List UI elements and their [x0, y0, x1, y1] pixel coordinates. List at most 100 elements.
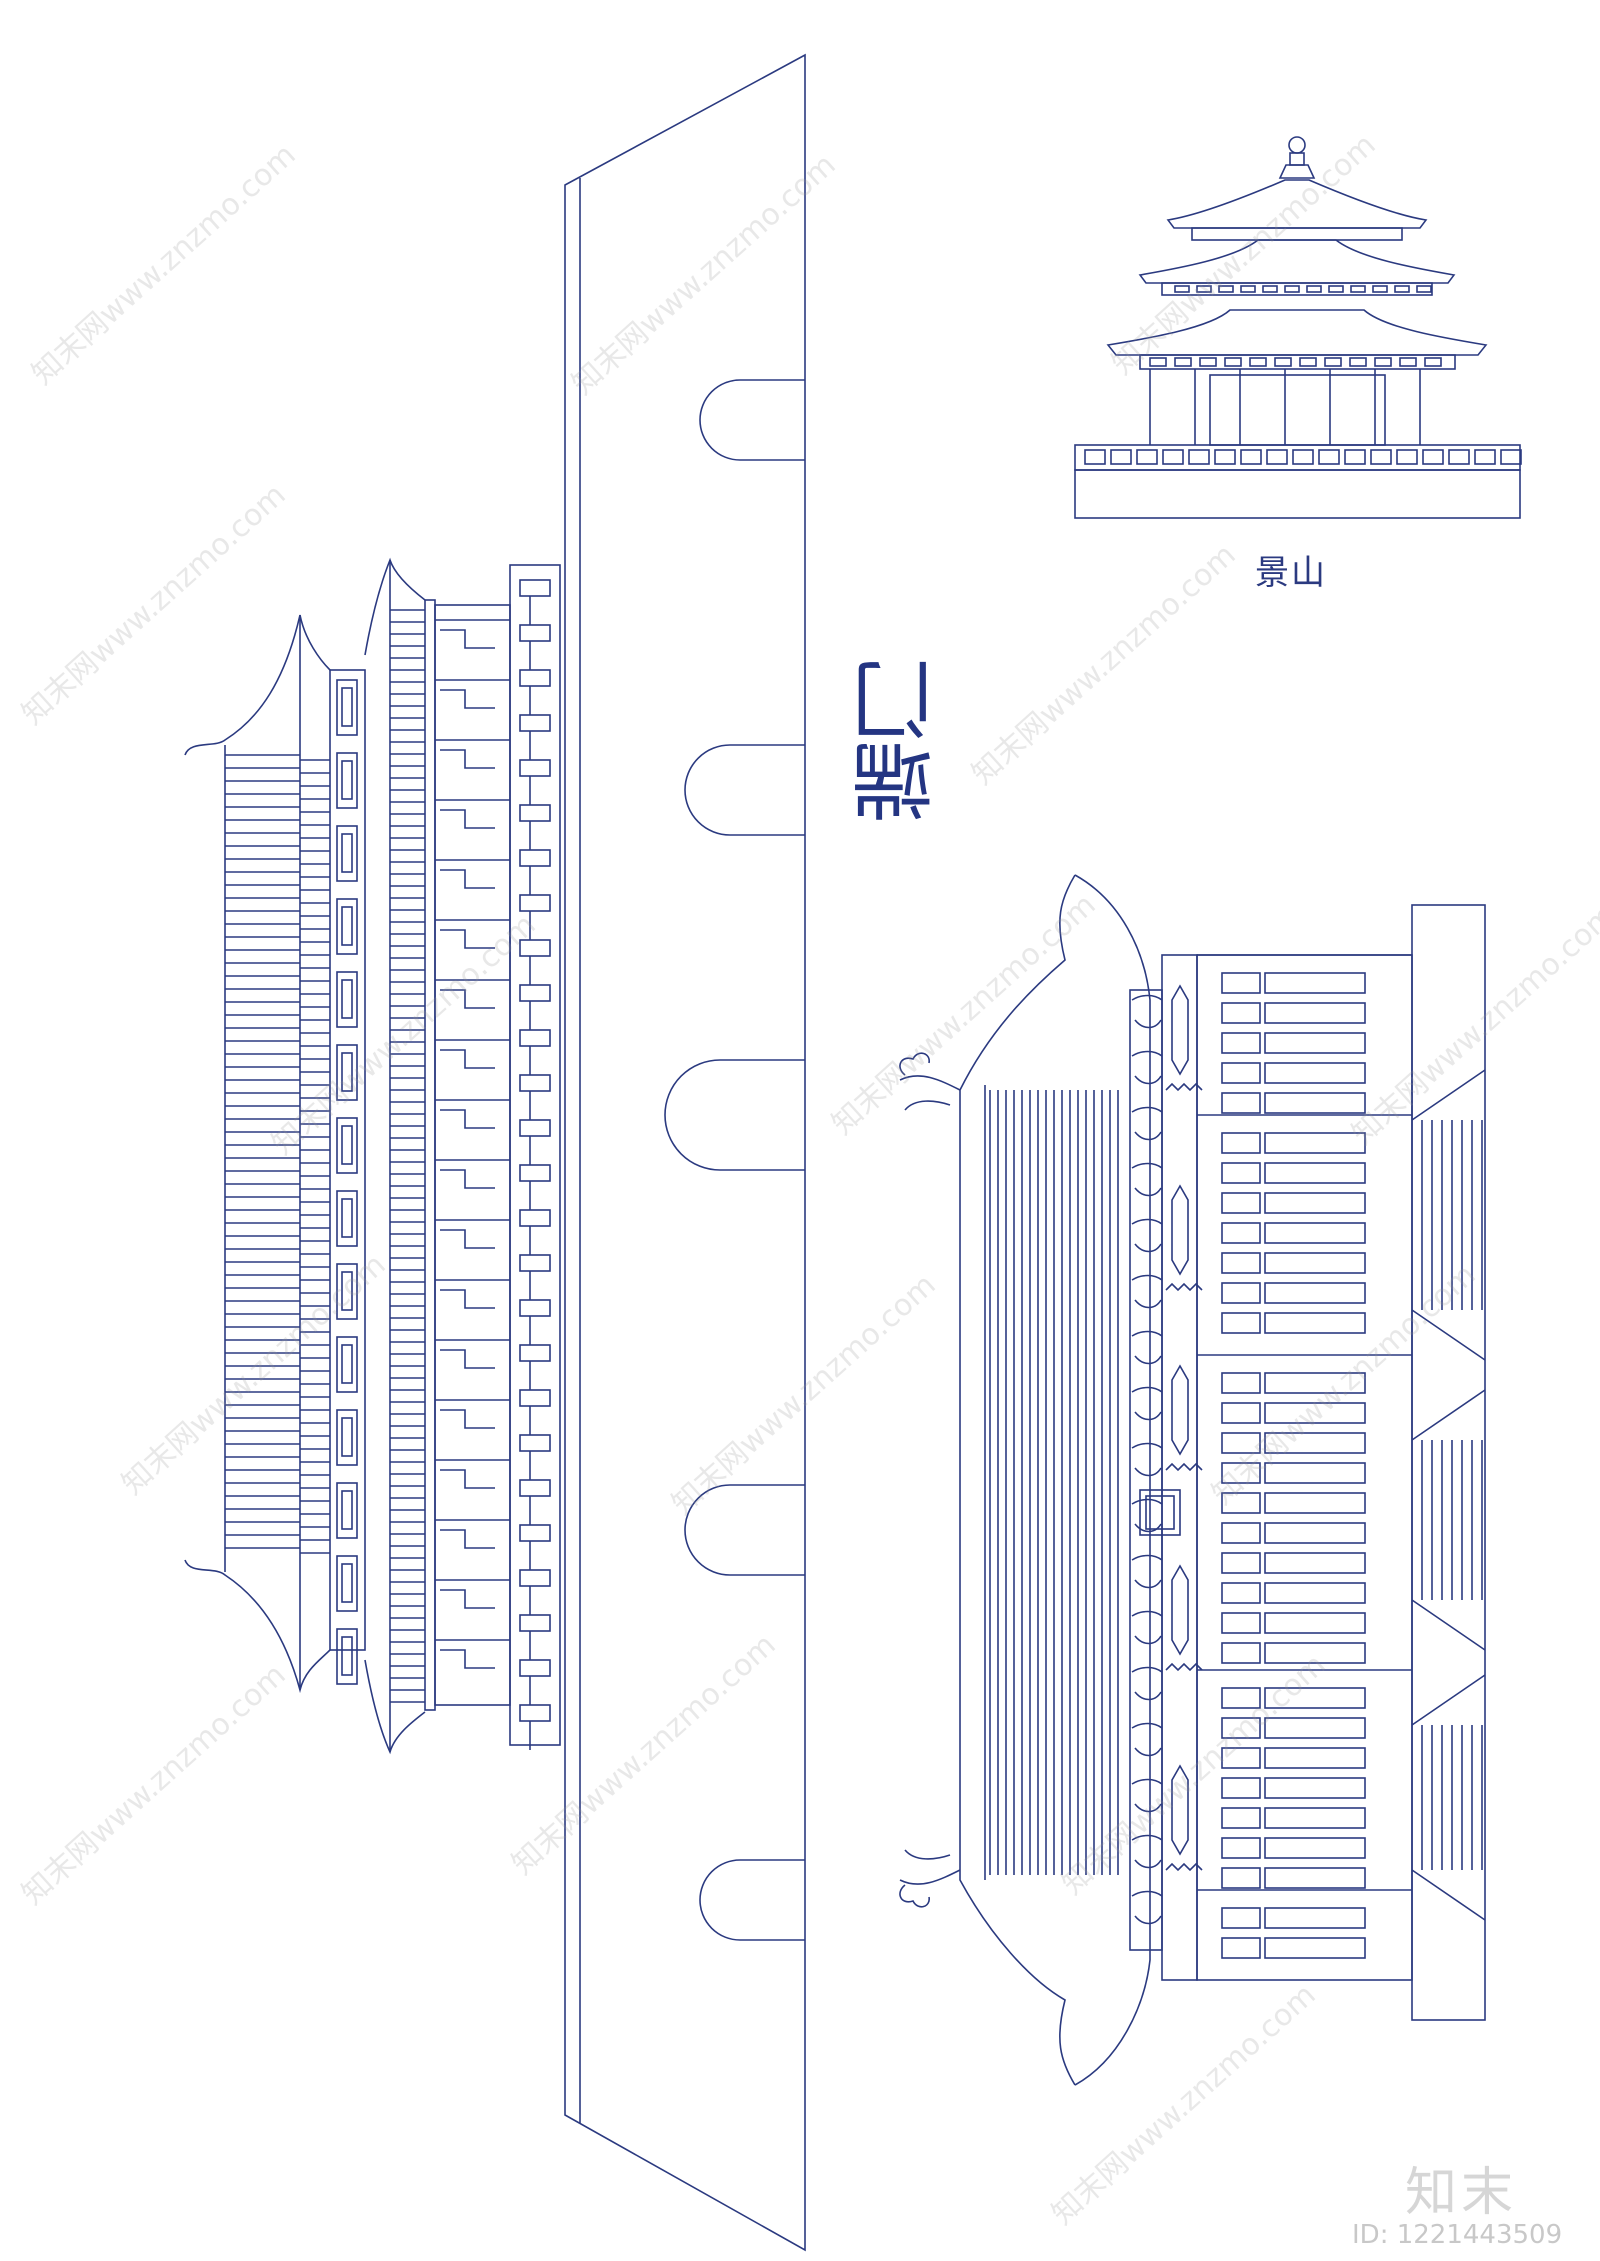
drawing-stroke	[1411, 1389, 1486, 1441]
drawing-stroke	[1264, 1777, 1366, 1799]
drawing-stroke	[1221, 1522, 1261, 1544]
drawing-stroke	[1131, 1050, 1163, 1085]
drawing-stroke	[1350, 285, 1366, 293]
drawing-stroke	[1264, 1252, 1366, 1274]
drawing-stroke	[1171, 1564, 1189, 1656]
drawing-stroke	[1370, 449, 1392, 465]
drawing-stroke	[1264, 1062, 1366, 1084]
drawing-stroke	[519, 1569, 551, 1587]
drawing-stroke	[440, 1289, 495, 1309]
drawing-stroke	[440, 929, 495, 949]
drawing-stroke	[1306, 285, 1322, 293]
drawing-stroke	[1221, 1867, 1261, 1889]
drawing-stroke	[336, 1336, 358, 1393]
drawing-stroke	[519, 1029, 551, 1047]
drawing-stroke	[1372, 285, 1388, 293]
drawing-stroke	[341, 1563, 353, 1603]
drawing-stroke	[1264, 1867, 1366, 1889]
drawing-stroke	[519, 1344, 551, 1362]
drawing-stroke	[519, 759, 551, 777]
drawing-stroke	[1221, 1372, 1261, 1394]
drawing-stroke	[1221, 1907, 1261, 1929]
drawing-stroke	[1131, 1610, 1163, 1645]
drawing-stroke	[519, 1254, 551, 1272]
drawing-stroke	[1131, 1106, 1163, 1141]
drawing-stroke	[1264, 1162, 1366, 1184]
drawing-stroke	[519, 1524, 551, 1542]
drawing-stroke	[519, 1704, 551, 1722]
drawing-stroke	[1264, 1132, 1366, 1154]
drawing-stroke	[1264, 972, 1366, 994]
drawing-stroke	[1221, 1462, 1261, 1484]
drawing-stroke	[1264, 1717, 1366, 1739]
drawing-stroke	[1264, 1807, 1366, 1829]
drawing-stroke	[1349, 357, 1367, 367]
drawing-stroke	[1264, 1687, 1366, 1709]
drawing-stroke	[440, 809, 495, 829]
drawing-stroke	[1264, 1552, 1366, 1574]
drawing-stroke	[1344, 449, 1366, 465]
drawing-stroke	[519, 1614, 551, 1632]
drawing-stroke	[1448, 449, 1470, 465]
drawing-stroke	[1131, 1778, 1163, 1813]
drawing-stroke	[336, 1044, 358, 1101]
drawing-stroke	[440, 1049, 495, 1069]
drawing-stroke	[1131, 1218, 1163, 1253]
drawing-stroke	[1221, 1747, 1261, 1769]
drawing-stroke	[1221, 1252, 1261, 1274]
drawing-stroke	[336, 1555, 358, 1612]
drawing-stroke	[336, 898, 358, 955]
drawing-stroke	[1221, 1837, 1261, 1859]
drawing-stroke	[440, 1529, 495, 1549]
drawing-stroke	[1424, 357, 1442, 367]
drawing-stroke	[1131, 1274, 1163, 1309]
drawing-stroke	[1221, 1642, 1261, 1664]
drawing-stroke	[1264, 1837, 1366, 1859]
drawing-stroke	[1221, 1062, 1261, 1084]
drawing-stroke	[440, 749, 495, 769]
drawing-stroke	[1221, 1687, 1261, 1709]
drawing-stroke	[440, 1349, 495, 1369]
drawing-stroke	[1131, 1834, 1163, 1869]
drawing-stroke	[1196, 285, 1212, 293]
drawing-stroke	[1174, 285, 1190, 293]
drawing-stroke	[1171, 1364, 1189, 1456]
drawing-stroke	[1264, 1312, 1366, 1334]
drawing-stroke	[1199, 357, 1217, 367]
drawing-stroke	[1221, 972, 1261, 994]
drawing-stroke	[1264, 1582, 1366, 1604]
drawing-stroke	[1221, 1402, 1261, 1424]
drawing-stroke	[1171, 1184, 1189, 1276]
drawing-stroke	[519, 939, 551, 957]
drawing-stroke	[1171, 1764, 1189, 1856]
drawing-stroke	[1399, 357, 1417, 367]
drawing-stroke	[1264, 1032, 1366, 1054]
drawing-stroke	[1131, 1666, 1163, 1701]
drawing-stroke	[341, 1344, 353, 1384]
drawing-stroke	[1221, 1312, 1261, 1334]
drawing-stroke	[341, 1271, 353, 1311]
drawing-stroke	[1131, 1162, 1163, 1197]
drawing-stroke	[341, 760, 353, 800]
drawing-stroke	[1411, 1599, 1486, 1651]
drawing-stroke	[1264, 1937, 1366, 1959]
drawing-stroke	[1264, 1492, 1366, 1514]
drawing-stroke	[336, 1117, 358, 1174]
drawing-stroke	[1131, 1890, 1163, 1925]
drawing-stroke	[1324, 357, 1342, 367]
drawing-stroke	[336, 1628, 358, 1685]
drawing-stroke	[1328, 285, 1344, 293]
drawing-stroke	[1221, 1282, 1261, 1304]
drawing-stroke	[519, 804, 551, 822]
watermark-id: ID: 1221443509	[1352, 2220, 1563, 2250]
drawing-stroke	[1221, 1612, 1261, 1634]
drawing-stroke	[1174, 357, 1192, 367]
drawing-stroke	[1264, 1462, 1366, 1484]
drawing-stroke	[1084, 449, 1106, 465]
drawing-stroke	[1394, 285, 1410, 293]
drawing-stroke	[440, 1589, 495, 1609]
drawing-stroke	[440, 1469, 495, 1489]
drawing-stroke	[1131, 1498, 1163, 1533]
drawing-stroke	[1240, 285, 1256, 293]
drawing-stroke	[1411, 1869, 1486, 1921]
